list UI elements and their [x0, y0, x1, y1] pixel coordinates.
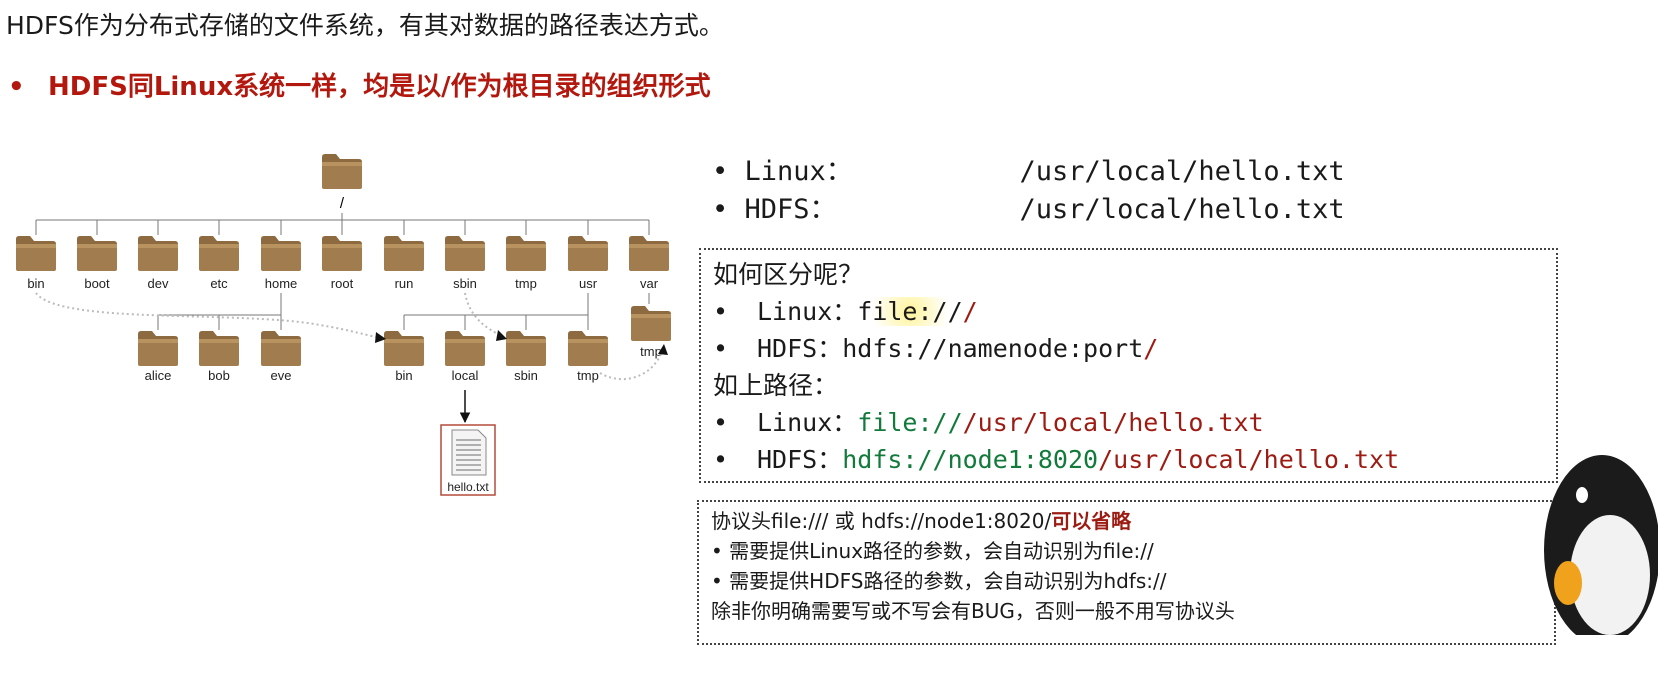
protocol-prefix: hdfs://namenode:port	[842, 334, 1144, 363]
folder-label: tmp	[577, 368, 599, 383]
note-line: • 需要提供Linux路径的参数，会自动识别为file://	[711, 539, 1154, 563]
folder-usr-local-icon	[445, 331, 485, 366]
note-line: 协议头file:/// 或 hdfs://node1:8020/可以省略	[711, 506, 1542, 536]
folder-label: boot	[84, 276, 110, 291]
path-value: /usr/local/hello.txt	[1098, 445, 1400, 474]
path-comparison: • Linux： /usr/local/hello.txt • HDFS： /usr…	[712, 153, 1345, 229]
path-value: /usr/local/hello.txt	[962, 408, 1264, 437]
path-value: /usr/local/hello.txt	[1019, 194, 1345, 225]
folder-usr-sbin-icon	[506, 331, 546, 366]
protocol-label: Linux：	[757, 297, 858, 326]
path-value: /usr/local/hello.txt	[1019, 156, 1345, 187]
protocol-label: HDFS：	[757, 445, 843, 474]
root-slash: /	[1143, 334, 1159, 363]
folder-usr-tmp-icon	[568, 331, 608, 366]
folder-label: alice	[145, 368, 172, 383]
path-label: HDFS：	[744, 194, 837, 225]
question-heading: 如何区分呢？	[713, 260, 864, 289]
protocol-row-linux: • Linux：file:///	[713, 293, 1544, 330]
bullet-symbol: •	[713, 408, 729, 437]
note-line: 除非你明确需要写或不写会有BUG，否则一般不用写协议头	[711, 599, 1235, 623]
folder-label: sbin	[453, 276, 477, 291]
folder-var-tmp-icon	[631, 306, 671, 341]
folder-label: bob	[208, 368, 230, 383]
folder-root-icon	[322, 236, 362, 271]
folder-label: home	[265, 276, 298, 291]
example-row-hdfs: • HDFS：hdfs://node1:8020/usr/local/hello.…	[713, 441, 1544, 478]
protocol-label: HDFS：	[757, 334, 843, 363]
folder-label: run	[395, 276, 414, 291]
path-row-linux: • Linux： /usr/local/hello.txt	[712, 153, 1345, 191]
bullet-symbol: •	[712, 194, 729, 225]
folder-label: sbin	[514, 368, 538, 383]
folder-run-icon	[384, 236, 424, 271]
folder-label: bin	[27, 276, 44, 291]
example-row-linux: • Linux：file:///usr/local/hello.txt	[713, 404, 1544, 441]
folder-label: local	[452, 368, 479, 383]
note-text: 协议头file:/// 或 hdfs://node1:8020/	[711, 509, 1052, 533]
folder-bin-icon	[16, 236, 56, 271]
folder-label: root	[331, 276, 354, 291]
folder-var-icon	[629, 236, 669, 271]
root-label: /	[340, 195, 345, 212]
folder-usr-icon	[568, 236, 608, 271]
page-title: HDFS作为分布式存储的文件系统，有其对数据的路径表达方式。	[6, 11, 724, 40]
folder-eve-icon	[261, 331, 301, 366]
folder-usr-bin-icon	[384, 331, 424, 366]
note-line: • 需要提供HDFS路径的参数，会自动识别为hdfs://	[711, 569, 1167, 593]
root-folder-icon	[322, 154, 362, 189]
folder-dev-icon	[138, 236, 178, 271]
bullet-symbol: •	[713, 334, 729, 363]
example-heading: 如上路径：	[713, 371, 839, 400]
path-row-hdfs: • HDFS： /usr/local/hello.txt	[712, 191, 1345, 229]
folder-label: bin	[395, 368, 412, 383]
protocol-note-box: 协议头file:/// 或 hdfs://node1:8020/可以省略 • 需…	[697, 500, 1556, 645]
protocol-explanation-box: 如何区分呢？ •Linux：file:/// •HDFS：hdfs://name…	[699, 248, 1558, 483]
folder-tmp-icon	[506, 236, 546, 271]
folder-sbin-icon	[445, 236, 485, 271]
bullet-symbol: •	[712, 156, 729, 187]
protocol-row-hdfs: • HDFS：hdfs://namenode:port/	[713, 330, 1544, 367]
path-label: Linux：	[744, 156, 853, 187]
folder-label: dev	[148, 276, 169, 291]
folder-alice-icon	[138, 331, 178, 366]
key-point-text: HDFS同Linux系统一样，均是以/作为根目录的组织形式	[48, 72, 711, 102]
protocol-prefix: hdfs://node1:8020	[842, 445, 1099, 474]
bullet-symbol: •	[713, 445, 729, 474]
penguin-mascot-icon	[1544, 455, 1658, 635]
folder-etc-icon	[199, 236, 239, 271]
note-emphasis: 可以省略	[1051, 509, 1132, 533]
folder-label: tmp	[640, 344, 662, 359]
directory-tree-diagram: / bin boot dev etc home root run sbin tm…	[16, 154, 671, 496]
bullet-symbol: •	[713, 297, 729, 326]
folder-label: etc	[210, 276, 228, 291]
bullet-symbol: •	[8, 72, 25, 102]
folder-boot-icon	[77, 236, 117, 271]
protocol-label: Linux：	[757, 408, 858, 437]
root-slash: /	[962, 297, 978, 326]
file-label: hello.txt	[447, 480, 489, 494]
folder-label: eve	[271, 368, 292, 383]
folder-label: tmp	[515, 276, 537, 291]
protocol-prefix: file://	[857, 297, 963, 326]
folder-label: var	[640, 276, 659, 291]
key-point: • HDFS同Linux系统一样，均是以/作为根目录的组织形式	[8, 66, 711, 103]
file-hello-txt-icon	[440, 424, 496, 496]
protocol-prefix: file://	[857, 408, 963, 437]
folder-home-icon	[261, 236, 301, 271]
folder-bob-icon	[199, 331, 239, 366]
folder-label: usr	[579, 276, 598, 291]
